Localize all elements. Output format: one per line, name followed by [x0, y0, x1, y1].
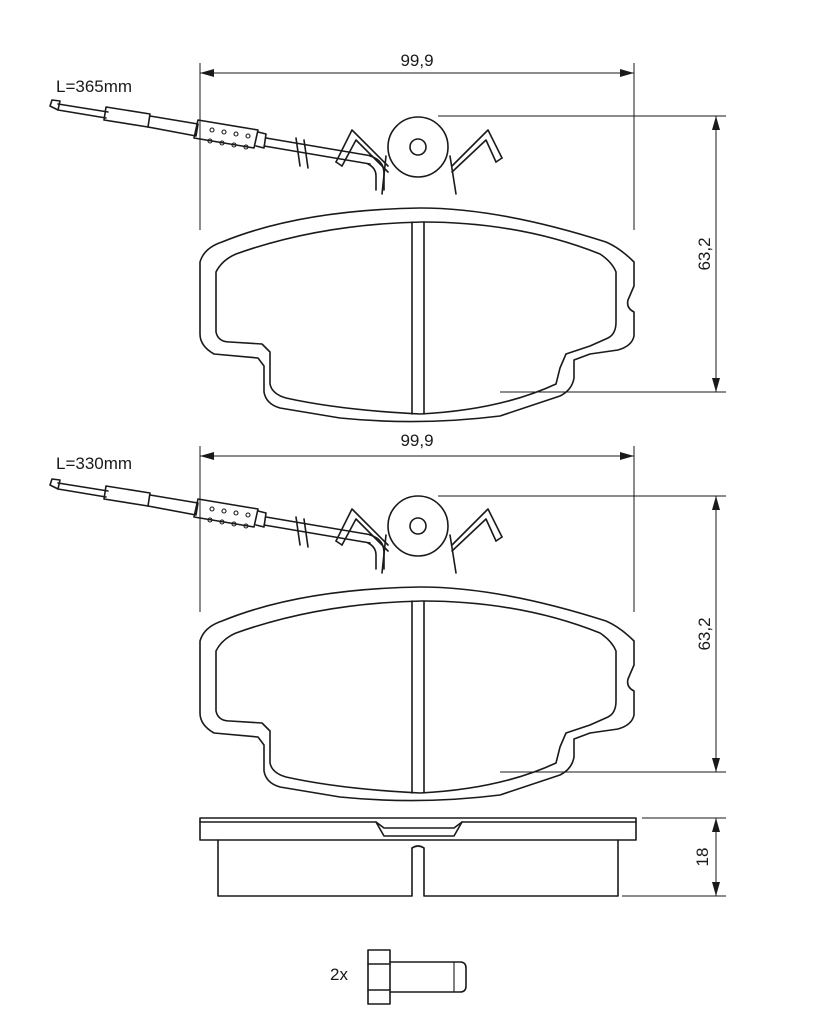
pad-view-bottom [49, 446, 726, 802]
bolt-icon [367, 949, 467, 1005]
width-dimension-bottom: 99,9 [400, 431, 433, 450]
width-dimension-top: 99,9 [400, 51, 433, 70]
height-dimension-top: 63,2 [695, 237, 714, 270]
bolt-quantity: 2x [330, 965, 348, 984]
wire-length-label-top: L=365mm [56, 77, 132, 96]
pad-view-top [49, 63, 726, 423]
height-dimension-bottom: 63,2 [695, 617, 714, 650]
wire-length-label-bottom: L=330mm [56, 454, 132, 473]
pad-side-view [199, 817, 726, 897]
thickness-dimension: 18 [693, 848, 712, 867]
